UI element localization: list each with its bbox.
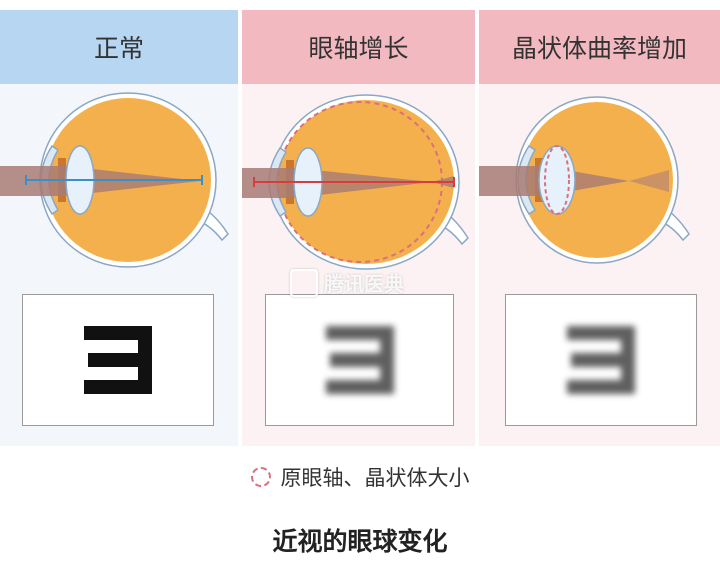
panel-body: [0, 84, 238, 446]
original-lens-outline: [544, 145, 570, 215]
panel-body: [479, 84, 720, 446]
blurry-e-letter: [325, 326, 394, 394]
dashed-circle-icon: [250, 467, 271, 487]
figure-caption: 近视的眼球变化: [272, 527, 448, 556]
watermark-text: 腾讯医典: [324, 272, 404, 296]
panel-title: 眼轴增长: [242, 10, 475, 84]
vision-chart-card: [505, 294, 697, 426]
normal-eye-diagram: [0, 92, 229, 268]
vision-chart-card: [265, 294, 454, 426]
legend: 原眼轴、晶状体大小: [0, 460, 720, 494]
panel-title: 正常: [0, 10, 238, 84]
sharp-e-letter: [84, 326, 152, 394]
vision-chart-card: [22, 294, 214, 426]
panel-lens-curvature: 晶状体曲率增加: [479, 0, 720, 446]
elongated-eye-diagram: [242, 94, 469, 270]
light-beam: [479, 166, 543, 196]
blurry-e-letter: [567, 326, 635, 394]
panel-title: 晶状体曲率增加: [479, 10, 720, 84]
panel-body: [242, 84, 475, 446]
curved-lens-eye-diagram: [479, 96, 690, 264]
watermark-logo-icon: [290, 268, 318, 297]
watermark: 腾讯医典: [290, 268, 404, 297]
panel-normal: 正常: [0, 0, 238, 446]
diverging-beam: [629, 170, 669, 192]
panel-elongated-axis: 眼轴增长: [242, 0, 475, 446]
legend-label: 原眼轴、晶状体大小: [280, 466, 470, 490]
